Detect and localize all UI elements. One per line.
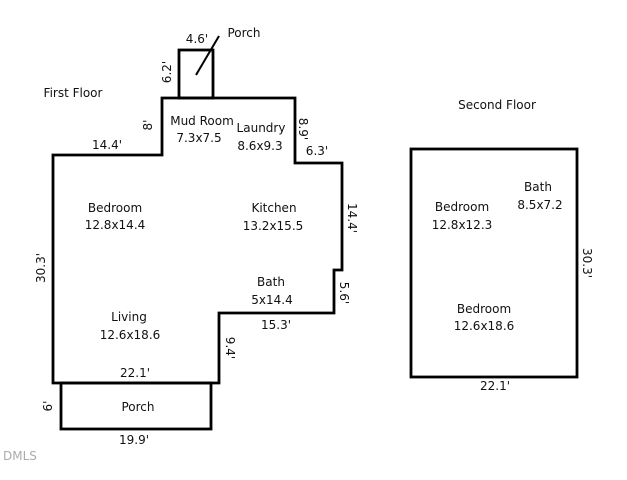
first-floor-title: First Floor xyxy=(43,86,103,100)
dim-porch-top-width: 4.6' xyxy=(185,32,209,46)
room-label-laundry: Laundry xyxy=(236,121,286,135)
dim-porch-top-height: 6.2' xyxy=(160,60,174,84)
room-size-bath-1f: 5x14.4 xyxy=(251,293,293,307)
room-size-bedroom-2f-lower: 12.6x18.6 xyxy=(453,319,515,333)
watermark: DMLS xyxy=(3,449,37,463)
dim-mudroom-left: 8' xyxy=(141,119,155,131)
porch-pointer-line xyxy=(195,35,220,76)
first-floor-outline xyxy=(51,96,344,385)
dim-living-right: 9.4' xyxy=(223,336,237,360)
room-label-kitchen: Kitchen xyxy=(251,201,297,215)
dim-second-floor-bottom: 22.1' xyxy=(479,379,511,393)
dim-second-floor-right: 30.3' xyxy=(580,247,594,279)
dim-porch-bottom-left: 6' xyxy=(41,400,55,412)
dim-left-side: 30.3' xyxy=(34,252,48,284)
room-size-mud-room: 7.3x7.5 xyxy=(176,131,222,145)
room-label-bedroom-2f-lower: Bedroom xyxy=(456,302,512,316)
room-size-living: 12.6x18.6 xyxy=(99,328,161,342)
room-size-bath-2f: 8.5x7.2 xyxy=(517,198,563,212)
room-label-porch-top: Porch xyxy=(227,26,261,40)
room-label-bedroom-2f-upper: Bedroom xyxy=(434,200,490,214)
dim-bath-bottom: 15.3' xyxy=(260,318,292,332)
dim-kitchen-top: 6.3' xyxy=(305,144,329,158)
room-label-porch-bottom: Porch xyxy=(121,400,155,414)
dim-kitchen-right: 14.4' xyxy=(345,202,359,234)
second-floor-outline xyxy=(409,147,579,379)
room-label-mud-room: Mud Room xyxy=(170,114,234,128)
dim-living-bottom: 22.1' xyxy=(119,366,151,380)
room-size-bedroom-1f: 12.8x14.4 xyxy=(84,218,146,232)
porch-bottom-outline xyxy=(59,381,213,431)
room-label-bath-1f: Bath xyxy=(257,275,285,289)
dim-laundry-right: 8.9' xyxy=(296,117,310,141)
second-floor-title: Second Floor xyxy=(458,98,536,112)
room-label-living: Living xyxy=(111,310,147,324)
room-size-bedroom-2f-upper: 12.8x12.3 xyxy=(431,218,493,232)
room-size-laundry: 8.6x9.3 xyxy=(237,139,283,153)
dim-top-left: 14.4' xyxy=(91,138,123,152)
dim-porch-bottom-width: 19.9' xyxy=(118,433,150,447)
room-label-bedroom-1f: Bedroom xyxy=(87,201,143,215)
porch-top-outline xyxy=(177,48,215,100)
dim-bath-right: 5.6' xyxy=(337,281,351,305)
room-label-bath-2f: Bath xyxy=(524,180,552,194)
room-size-kitchen: 13.2x15.5 xyxy=(242,219,304,233)
